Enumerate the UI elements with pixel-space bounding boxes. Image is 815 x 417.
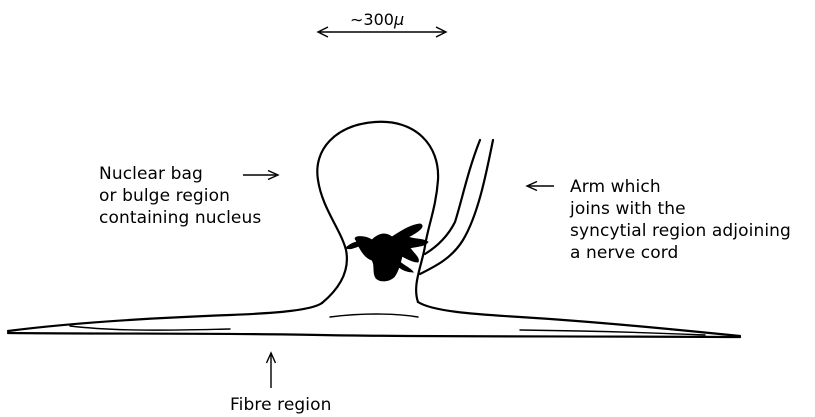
arm-label-line-4: a nerve cord — [570, 242, 791, 264]
nuclear-bag-label: Nuclear bag or bulge region containing n… — [99, 163, 261, 229]
nuclear-bag-label-line-1: Nuclear bag — [99, 163, 261, 185]
arm-label: Arm which joins with the syncytial regio… — [570, 176, 791, 264]
scale-unit: μ — [394, 10, 404, 29]
nuclear-bag-label-line-3: containing nucleus — [99, 207, 261, 229]
fibre-region — [8, 302, 740, 337]
fibre-label-line-1: Fibre region — [230, 394, 332, 416]
fibre-pointer-arrow — [267, 353, 276, 388]
arm — [420, 140, 493, 274]
arm-label-line-1: Arm which — [570, 176, 791, 198]
arm-label-line-3: syncytial region adjoining — [570, 220, 791, 242]
arm-pointer-arrow — [527, 182, 554, 191]
arm-label-line-2: joins with the — [570, 198, 791, 220]
scale-label: ∼300μ — [350, 10, 404, 30]
nucleus — [346, 224, 428, 281]
nuclear-bag-label-line-2: or bulge region — [99, 185, 261, 207]
fibre-label: Fibre region — [230, 394, 332, 416]
scale-value: ∼300 — [350, 10, 394, 29]
